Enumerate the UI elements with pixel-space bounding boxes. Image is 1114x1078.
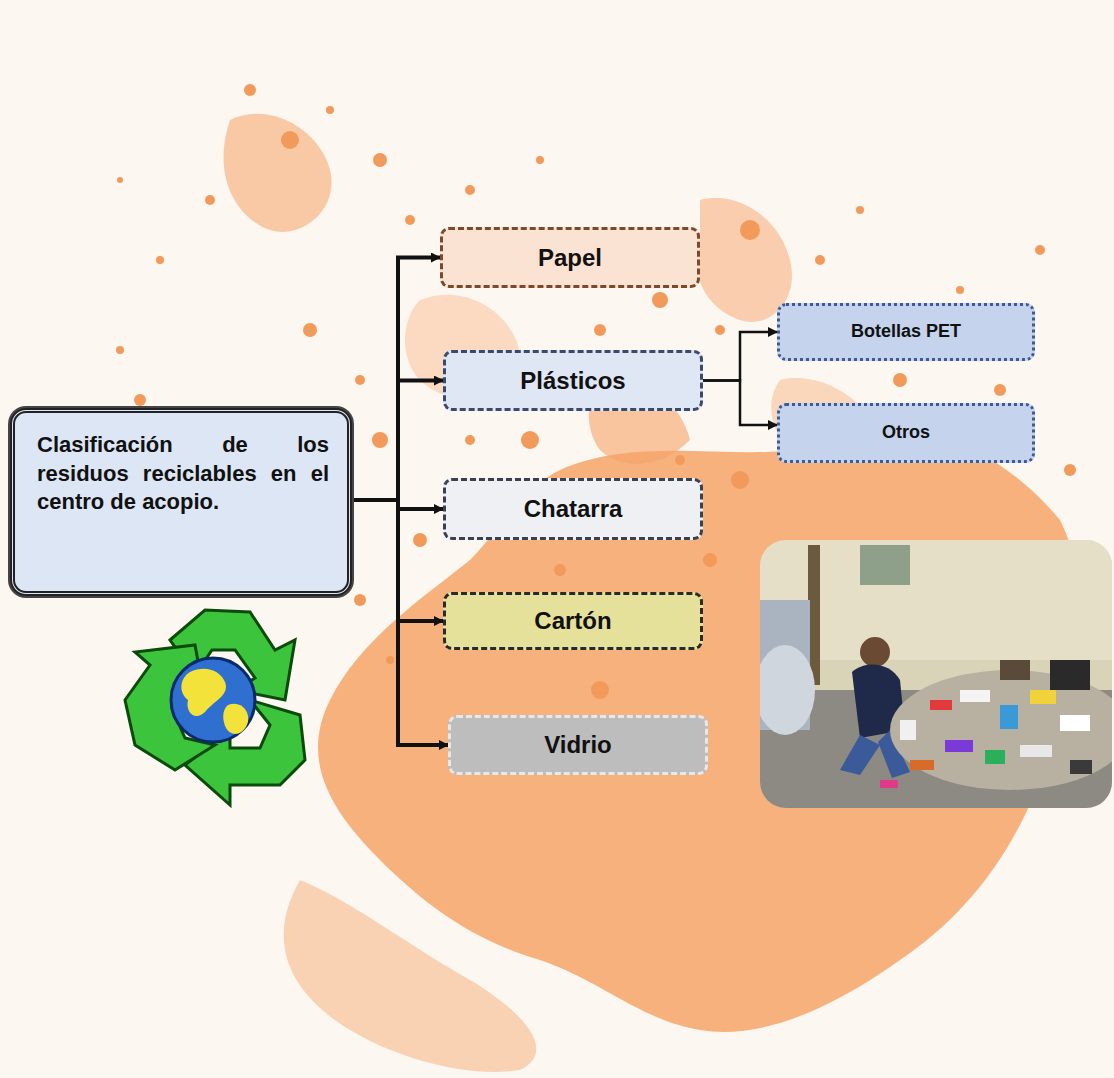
title-box: Clasificación de los residuos reciclable… [10,408,352,596]
subcategory-box: Otros [777,403,1035,463]
title-text: Clasificación de los residuos reciclable… [37,431,329,517]
category-box: Papel [440,227,700,288]
category-label: Botellas PET [851,320,961,343]
category-box: Cartón [443,592,703,650]
globe [171,658,255,742]
category-box: Plásticos [443,350,703,411]
photo-content [760,540,1112,808]
subcategory-box: Botellas PET [777,303,1035,361]
category-label: Papel [538,242,602,273]
category-box: Chatarra [443,478,703,540]
recycle-arrows [125,610,305,805]
waste-pile [880,660,1112,790]
connector-arrow [703,381,777,426]
category-label: Plásticos [520,365,625,396]
connector-arrow [703,332,777,381]
connector-arrow [352,381,443,501]
category-label: Chatarra [524,493,623,524]
category-box: Vidrio [448,715,708,775]
category-label: Cartón [534,605,611,636]
category-label: Otros [882,421,930,444]
connector-arrow [352,500,448,745]
category-label: Vidrio [544,729,612,760]
